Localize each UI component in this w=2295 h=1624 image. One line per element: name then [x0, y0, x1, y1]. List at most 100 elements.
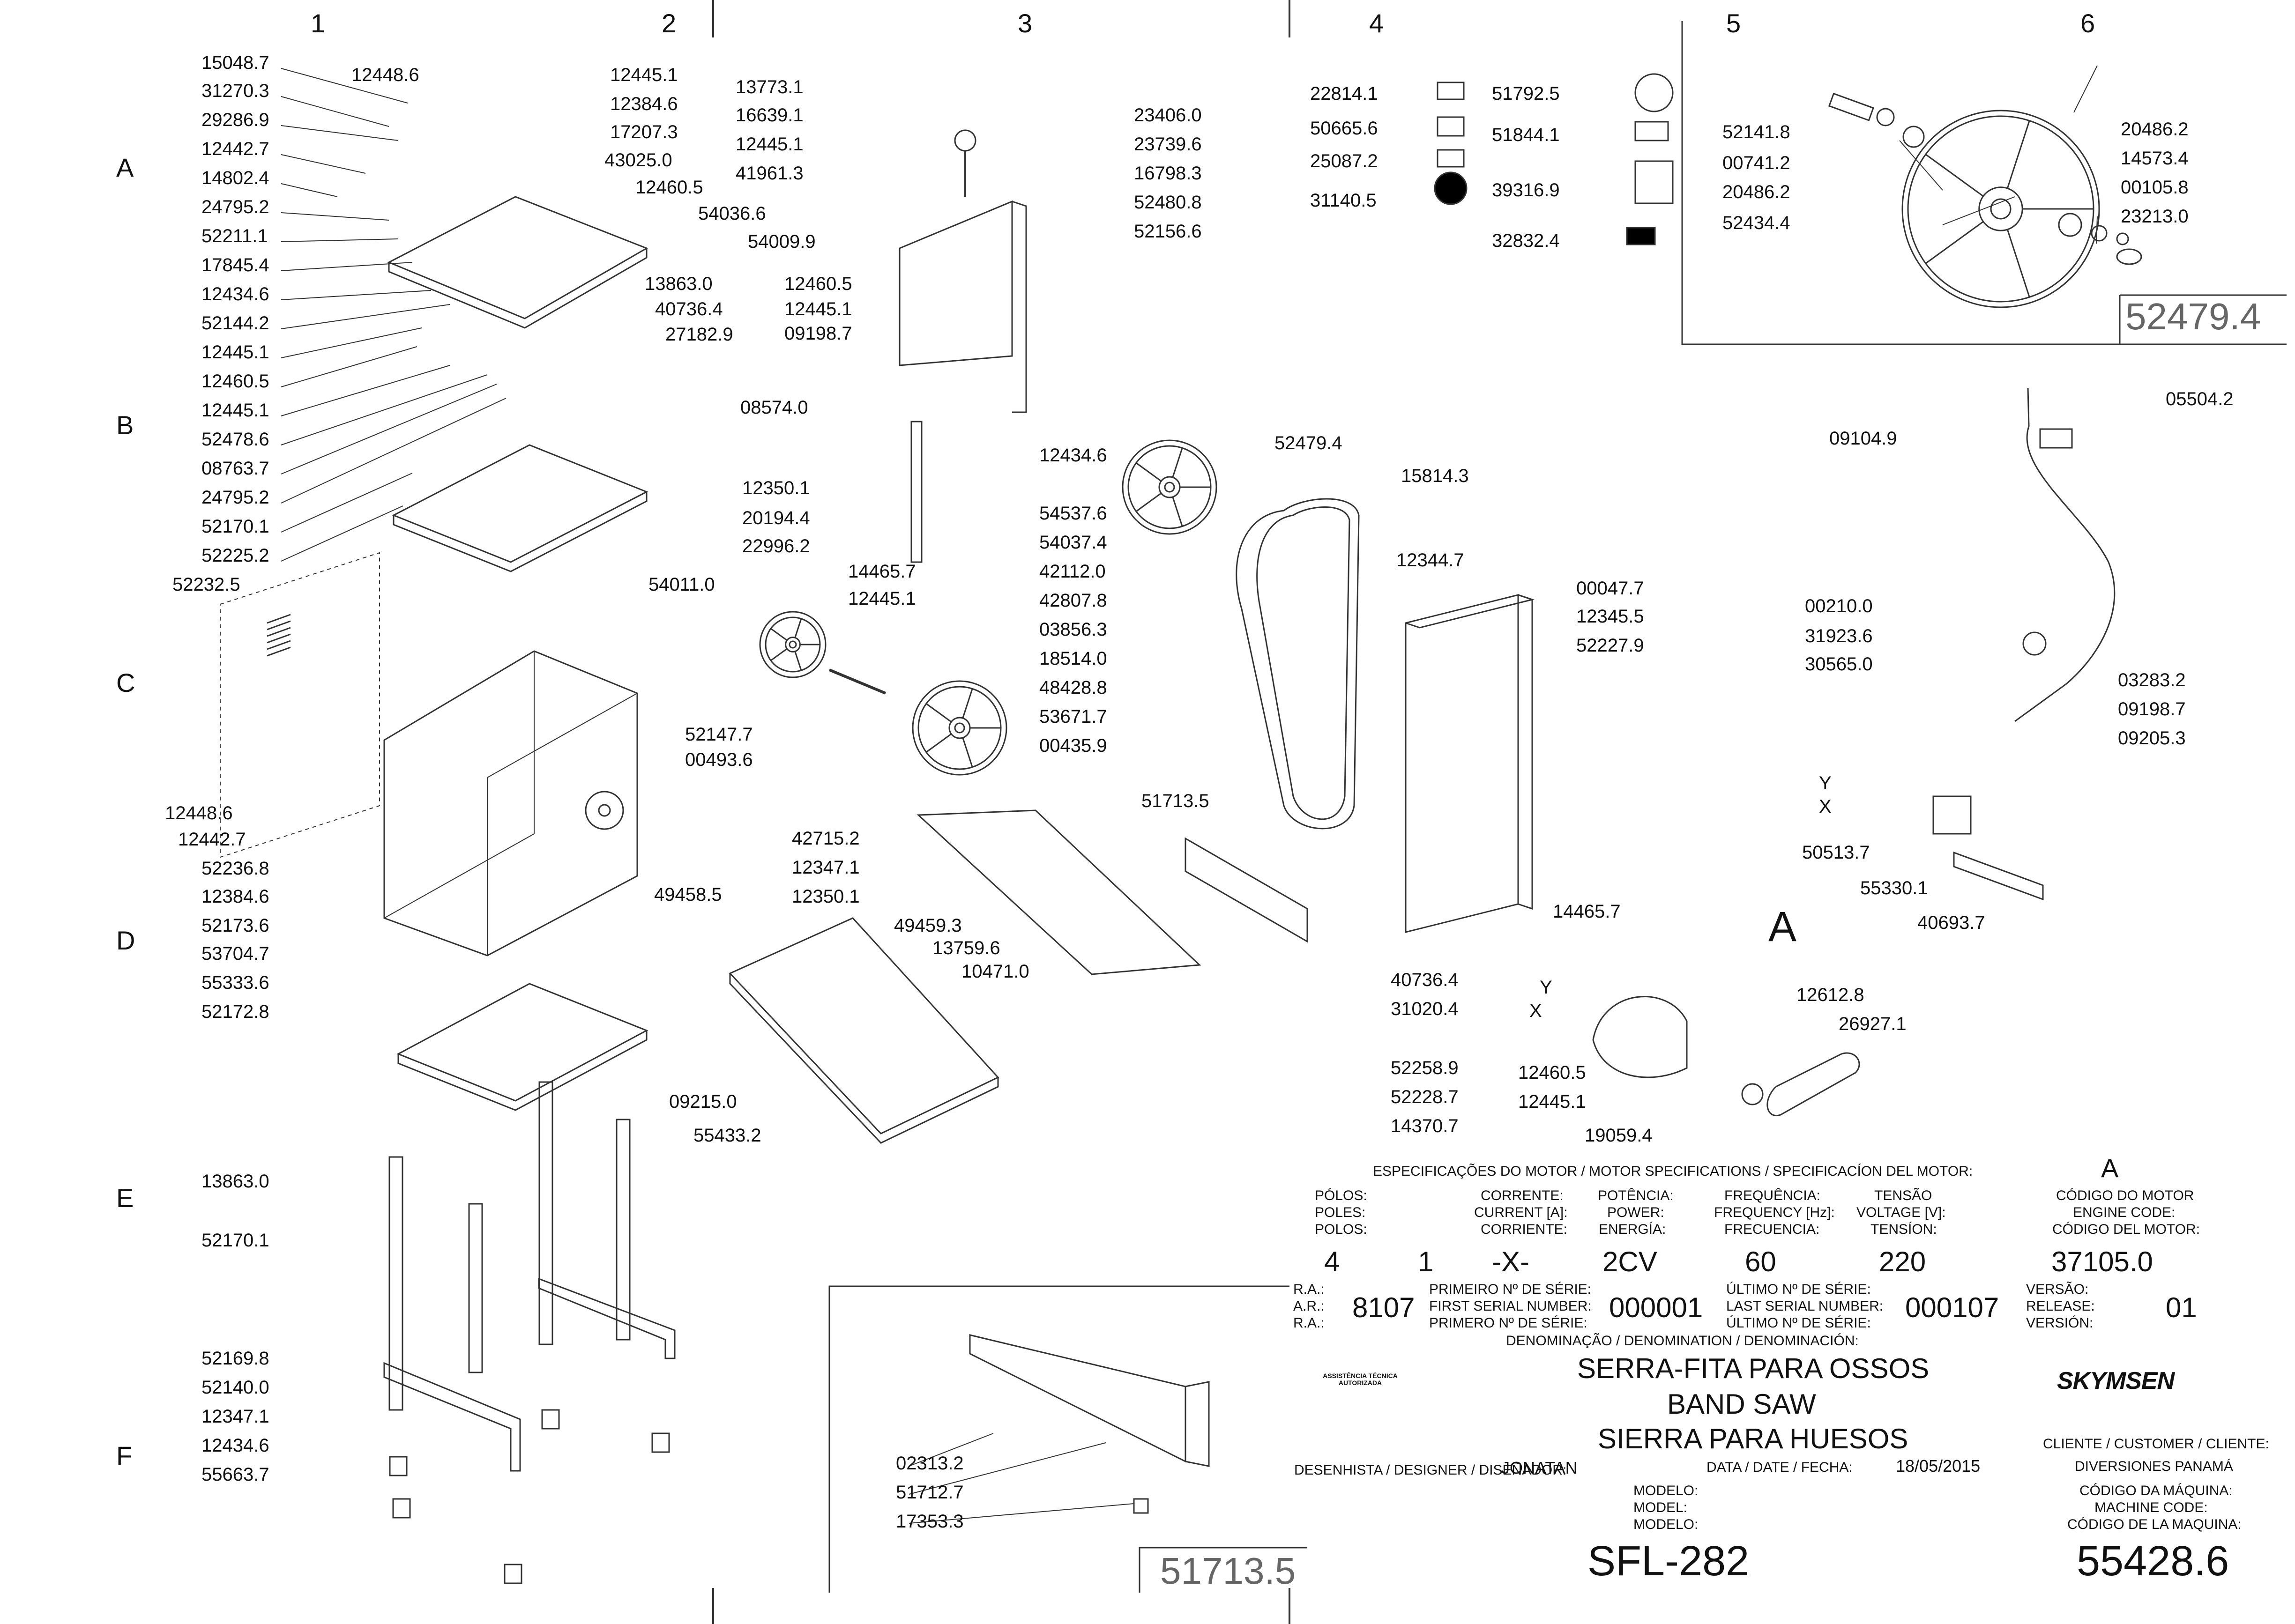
lower-wheel-small [794, 618, 802, 638]
part-callout: 12445.1 [736, 134, 804, 155]
part-callout: 17207.3 [610, 122, 678, 142]
current-label: CORRENTE: [1481, 1188, 1564, 1203]
part-callout: 31020.4 [1391, 999, 1459, 1019]
part-callout: 52156.6 [1134, 221, 1202, 242]
lower-wheel [962, 688, 973, 719]
switch-rail [1953, 851, 2044, 901]
leader-line [1942, 196, 2015, 225]
part-callout: 15048.7 [201, 52, 269, 73]
leader-line [281, 374, 488, 445]
lower-wheel-small [789, 640, 797, 649]
vent-slot [267, 627, 291, 637]
part-callout: 13773.1 [736, 77, 804, 97]
part-callout: 27182.9 [665, 324, 733, 345]
part-callout: 40736.4 [655, 299, 723, 319]
part-callout: 52480.8 [1134, 192, 1202, 213]
switch [2022, 631, 2047, 656]
grid-row-D: D [116, 926, 135, 955]
part-callout: 09205.3 [2118, 728, 2186, 749]
lower-wheel-small [794, 651, 802, 671]
part-callout: 12445.1 [201, 400, 269, 421]
part-callout: 14465.7 [1553, 901, 1621, 922]
leader-line [281, 290, 432, 300]
part-callout: 52434.4 [1722, 213, 1790, 233]
round-label [1634, 73, 1674, 112]
motor-letter: A [1768, 904, 1797, 950]
last-serial-label: ÚLTIMO Nº DE SÉRIE: [1726, 1282, 1871, 1297]
poles-label: POLES: [1315, 1205, 1366, 1220]
part-callout: 42715.2 [792, 828, 860, 849]
engine-code-label: CÓDIGO DEL MOTOR: [2052, 1222, 2200, 1237]
model-label: MODELO: [1633, 1517, 1699, 1532]
lower-wheel-small [770, 628, 788, 641]
frame-leg [388, 1156, 403, 1411]
drive-wheel [1925, 154, 1984, 197]
lower-wheel-small [785, 637, 801, 653]
machine-code-label: CÓDIGO DE LA MAQUINA: [2067, 1517, 2242, 1532]
bearing [2058, 213, 2082, 237]
frame-upper [392, 444, 648, 563]
part-callout: 54037.4 [1039, 532, 1107, 553]
part-callout: 17845.4 [201, 255, 269, 275]
leader-line [2073, 65, 2098, 113]
voltage-label: TENSÍON: [1870, 1222, 1937, 1237]
client-label: CLIENTE / CUSTOMER / CLIENTE: [2043, 1436, 2269, 1452]
part-callout: 52225.2 [201, 545, 269, 566]
leveling-foot [541, 1409, 560, 1430]
part-callout: 52211.1 [201, 226, 268, 246]
part-callout: 49459.3 [894, 915, 962, 936]
lower-wheel [912, 680, 1007, 776]
wire-label-y: Y [1540, 977, 1552, 998]
part-callout: 03283.2 [2118, 670, 2186, 690]
power-value: 2CV [1602, 1246, 1657, 1277]
part-callout: 52140.0 [201, 1377, 269, 1398]
vent-slot [267, 620, 291, 630]
part-callout: 14370.7 [1391, 1116, 1459, 1136]
version-label: RELEASE: [2026, 1298, 2095, 1314]
part-callout: 12448.6 [351, 65, 419, 85]
part-callout: 52478.6 [201, 429, 269, 450]
part-callout: 51792.5 [1492, 83, 1560, 104]
bottom-detail-box [828, 1285, 1289, 1593]
frame-lower [397, 1031, 648, 1111]
leader-line [281, 384, 497, 475]
motor-spec-letter: A [2101, 1153, 2119, 1183]
cabinet-body [487, 693, 638, 956]
leader-line [281, 68, 408, 104]
cap [2116, 248, 2142, 265]
last-serial-value: 000107 [1905, 1292, 1999, 1323]
upper-wheel [1172, 447, 1183, 478]
phase-value: 1 [1418, 1246, 1434, 1277]
grid-row-F: F [116, 1441, 133, 1470]
part-callout: 55330.1 [1860, 878, 1928, 898]
part-callout: 12434.6 [201, 1435, 269, 1456]
part-callout: 26927.1 [1839, 1014, 1907, 1034]
current-value: -X- [1492, 1246, 1529, 1277]
part-callout: 24795.2 [201, 197, 269, 217]
vent-slot [267, 614, 291, 624]
upper-wheel [1122, 439, 1217, 535]
drive-wheel [1990, 198, 2012, 220]
drive-wheel [1978, 186, 2023, 231]
vent-slot [267, 640, 291, 650]
part-callout: 12460.5 [201, 371, 269, 392]
part-callout: 12460.5 [1518, 1062, 1586, 1083]
part-callout: 31923.6 [1805, 626, 1873, 646]
part-callout: 12445.1 [1518, 1091, 1586, 1112]
leader-line [1899, 140, 1943, 191]
washer [2091, 225, 2108, 242]
bearing [1876, 108, 1895, 126]
part-callout: 12344.7 [1396, 550, 1464, 571]
date-value: 18/05/2015 [1896, 1456, 1981, 1476]
cabinet-body [384, 651, 535, 919]
leader-line [281, 125, 399, 141]
date-label: DATA / DATE / FECHA: [1706, 1460, 1853, 1475]
part-callout: 12442.7 [178, 829, 246, 850]
poles-label: PÓLOS: [1315, 1188, 1367, 1203]
part-callout: 52141.8 [1722, 122, 1790, 142]
power-label: POWER: [1607, 1205, 1664, 1220]
shaft [1828, 92, 1874, 121]
frame-lower [396, 983, 648, 1102]
ra-label: R.A.: [1293, 1282, 1325, 1297]
saw-c-frame [1405, 594, 1535, 629]
